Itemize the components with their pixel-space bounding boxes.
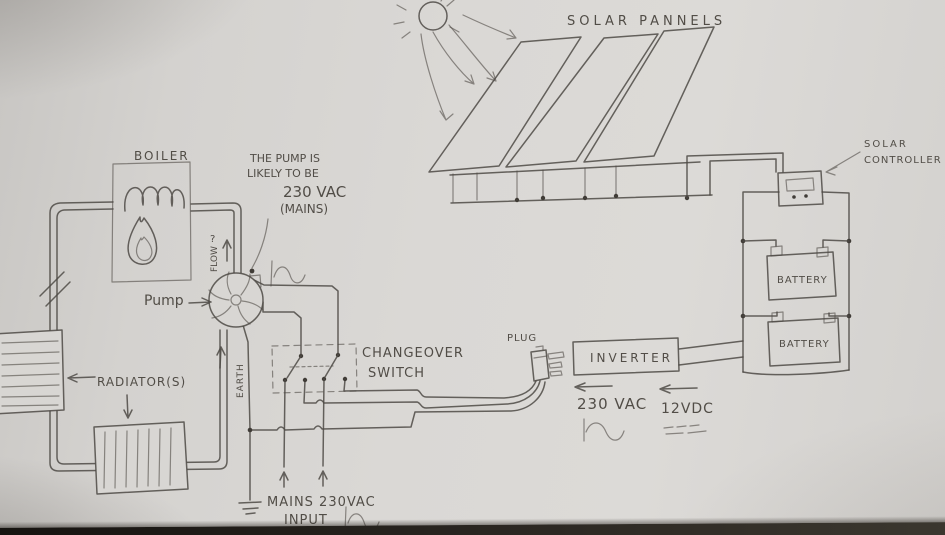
pipe-break-icon	[39, 271, 71, 307]
ac-output-label: 230 VAC	[577, 395, 647, 413]
flow-question-mark: ?	[210, 234, 215, 245]
solar-controller-arrow	[825, 151, 861, 176]
changeover-switch-label: CHANGEOVER SWITCH	[362, 346, 464, 381]
solar-controller-label-1: SOLAR	[864, 139, 908, 150]
controller-feed-wires	[686, 152, 784, 199]
pump-drawing	[208, 271, 264, 328]
changeover-switch-box	[271, 343, 358, 394]
panel-bus-wires	[450, 193, 713, 204]
battery-2: BATTERY	[742, 311, 850, 367]
pipe-flow-arrows	[216, 239, 232, 369]
inverter-label: INVERTER	[590, 351, 673, 365]
radiator-left	[0, 329, 65, 415]
sun-icon	[393, 0, 460, 39]
battery-1-label: BATTERY	[777, 275, 828, 286]
battery-2-label: BATTERY	[779, 339, 830, 350]
pump-label: Pump	[144, 293, 184, 309]
pump-label-group: Pump	[144, 293, 212, 309]
pump-note-line4: (MAINS)	[280, 202, 328, 216]
inverter-box: INVERTER	[572, 337, 744, 376]
pipe-circuit	[49, 201, 242, 472]
plug-drawing	[530, 345, 565, 382]
radiators-label-text: RADIATOR(S)	[97, 375, 186, 389]
dc-link-arrow	[659, 384, 698, 394]
plug-label: PLUG	[507, 333, 537, 344]
sun-ray-arrows	[420, 14, 517, 121]
solar-panel-1	[428, 36, 582, 173]
solar-panels-title: SOLAR PANNELS	[567, 14, 726, 29]
mains-wires	[283, 378, 325, 468]
boiler-label: BOILER	[134, 149, 190, 163]
pump-note: THE PUMP IS LIKELY TO BE 230 VAC (MAINS)	[247, 152, 346, 216]
dc-symbol-icon	[663, 424, 707, 435]
dc-link-label: 12VDC	[661, 401, 714, 417]
solar-panels-title-text: SOLAR PANNELS	[567, 14, 726, 29]
plug-cable-wires	[249, 379, 546, 431]
changeover-label-2: SWITCH	[368, 366, 425, 381]
battery-1: BATTERY	[742, 239, 850, 301]
radiator-bottom	[93, 421, 189, 495]
ac-output-arrow	[574, 382, 613, 392]
table-edge	[0, 522, 945, 535]
earth-wire	[242, 324, 253, 501]
switch-feed-wires	[248, 274, 339, 356]
radiators-label: RADIATOR(S)	[97, 375, 186, 389]
panel-rack	[449, 161, 701, 203]
pump-ac-sine-icon	[270, 260, 306, 287]
flow-label: FLOW	[210, 246, 220, 272]
radiators-arrows	[67, 373, 133, 419]
solar-panel-2	[505, 33, 659, 168]
mains-arrows	[279, 470, 328, 488]
pump-note-line3: 230 VAC	[283, 183, 346, 201]
mains-label-1: MAINS 230VAC	[267, 495, 376, 510]
solar-controller-label-2: CONTROLLER	[864, 155, 942, 166]
ac-sine-icon	[583, 418, 625, 442]
boiler-flame-icon	[127, 216, 158, 265]
pump-note-line2: LIKELY TO BE	[247, 167, 319, 180]
solar-panel-3	[583, 26, 715, 163]
earth-ground-icon	[238, 501, 262, 515]
boiler-coil-icon	[124, 186, 185, 212]
pump-note-line1: THE PUMP IS	[249, 152, 320, 165]
solar-controller-box	[777, 170, 824, 207]
changeover-label-1: CHANGEOVER	[362, 346, 464, 361]
solar-controller-label: SOLAR CONTROLLER	[864, 139, 942, 166]
pump-note-leader	[249, 218, 269, 274]
earth-label: EARTH	[236, 363, 246, 398]
boiler-box: BOILER	[111, 149, 192, 283]
